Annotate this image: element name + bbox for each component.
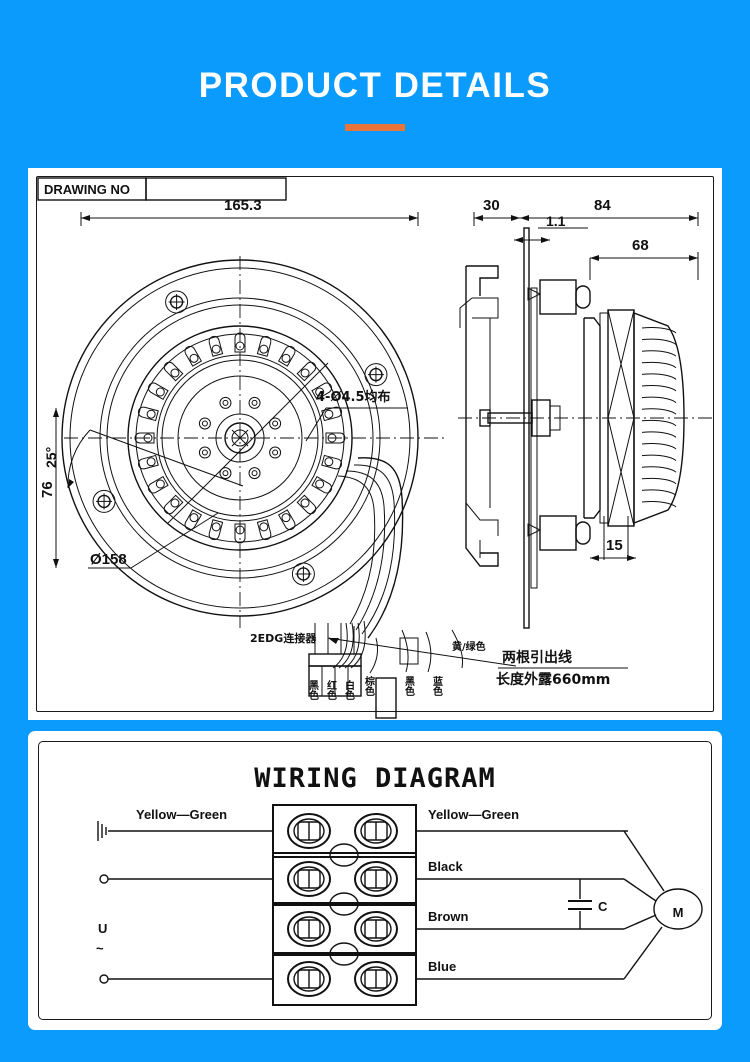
dimension-overall-width: 165.3 (80, 197, 419, 226)
supply-voltage-label: U (98, 921, 107, 936)
wiring-frame-border (38, 741, 712, 1020)
mounting-holes (92, 290, 388, 586)
motor-body-profile (583, 309, 685, 527)
impeller-blade-ring (134, 332, 346, 544)
left-label-yellow-green: Yellow—Green (136, 807, 227, 822)
connector-wire-black: 黑色 (307, 680, 319, 700)
capacitor-symbol: C (568, 879, 608, 929)
lead-color-black: 黑色 (403, 676, 415, 696)
dimension-motor-depth: 68 (589, 237, 699, 280)
dim-15: 15 (606, 537, 623, 554)
page-title: PRODUCT DETAILS (198, 66, 552, 105)
right-label-yellow-green: Yellow—Green (428, 807, 519, 822)
capacitor-label: C (598, 899, 608, 914)
dim-30: 30 (483, 197, 500, 214)
lead-color-brown: 棕色 (363, 675, 376, 696)
lead-note-line2: 长度外露660mm (496, 671, 610, 688)
dimension-flange-depth: 30 (473, 197, 520, 226)
right-label-black: Black (428, 859, 463, 874)
title-underline-accent (345, 124, 405, 131)
motor-symbol: M (623, 830, 703, 980)
side-view: 30 84 1.1 (458, 197, 716, 629)
title-block: DRAWING NO (37, 177, 287, 201)
drawing-frame-border (36, 176, 714, 712)
wire-callouts: 2EDG连接器 黑色 红色 白色 棕色 黑色 蓝色 黄/绿色 两根引出线 长度外… (250, 623, 628, 719)
title-block-label: DRAWING NO (44, 182, 130, 197)
hub-screw-holes (198, 396, 282, 480)
right-label-brown: Brown (428, 909, 469, 924)
technical-drawing-svg: DRAWING NO 165.3 76 (37, 177, 716, 719)
lead-color-blue: 蓝色 (431, 675, 443, 696)
dim-76: 76 (39, 481, 56, 498)
dimension-rotor-width: 15 (590, 516, 636, 561)
lead-note-line1: 两根引出线 (502, 649, 572, 666)
front-view: 165.3 76 Ø158 25° (39, 197, 448, 669)
dim-84: 84 (594, 197, 611, 214)
page-header: PRODUCT DETAILS (0, 0, 750, 168)
motor-shaft (479, 399, 561, 437)
motor-label: M (673, 905, 684, 920)
connector-wire-red: 红色 (325, 679, 337, 700)
mounting-backplate (523, 227, 538, 629)
connector-wire-white: 白色 (343, 679, 355, 700)
dim-165-3: 165.3 (224, 197, 262, 214)
dimension-mounting-height: 76 (39, 408, 59, 568)
wiring-diagram-title: WIRING DIAGRAM (254, 763, 496, 794)
earth-ground-icon (97, 821, 107, 841)
callout-4-d4-5: 4-Ø4.5均布 (316, 389, 391, 405)
mounting-bosses (527, 279, 591, 551)
lead-color-yellow-green: 黄/绿色 (452, 640, 486, 653)
dimension-body-depth: 84 (520, 197, 699, 226)
wiring-diagram-panel: WIRING DIAGRAM U ~ Yellow—Green (28, 731, 722, 1030)
ac-wave-icon: ~ (96, 941, 104, 956)
dim-68: 68 (632, 237, 649, 254)
connector-label: 2EDG连接器 (250, 631, 317, 645)
dimension-plate-thickness: 1.1 (514, 213, 588, 243)
dim-25-deg: 25° (43, 447, 59, 468)
wiring-diagram-svg: WIRING DIAGRAM U ~ Yellow—Green (96, 763, 703, 1006)
2edg-connector-symbol (308, 623, 362, 697)
right-label-blue: Blue (428, 959, 456, 974)
motor-cooling-fins (641, 327, 677, 508)
dim-1-1: 1.1 (546, 213, 566, 229)
product-drawing-panel: DRAWING NO 165.3 76 (28, 168, 722, 720)
cable-outlet-scroll (337, 457, 404, 639)
